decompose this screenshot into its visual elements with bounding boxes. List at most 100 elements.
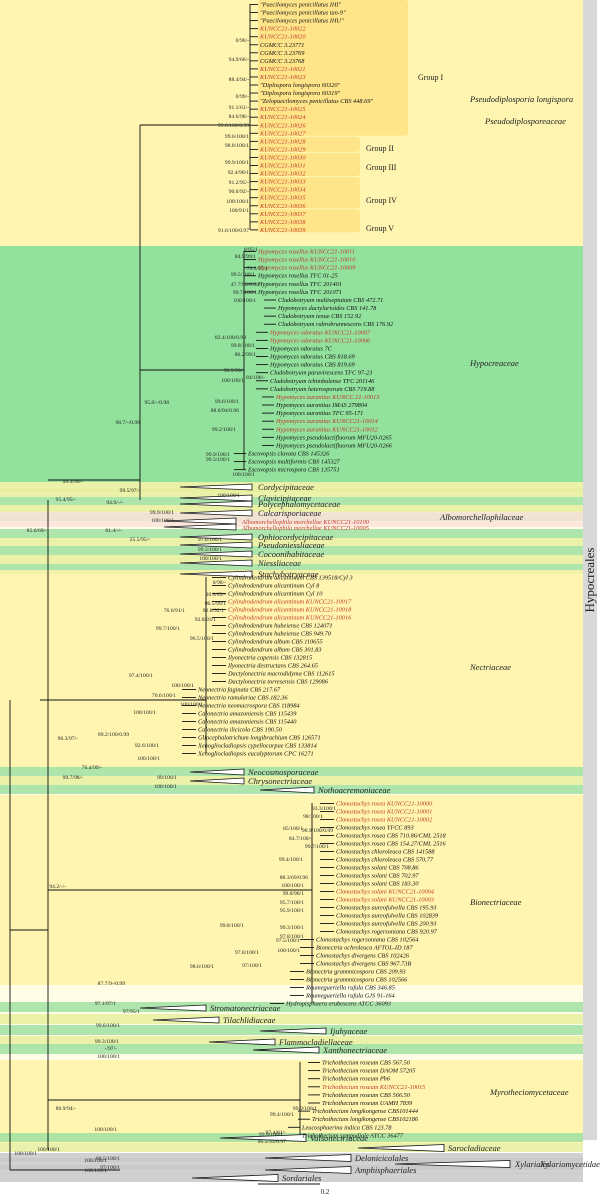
support-value: 84.9/99/1 — [235, 254, 256, 260]
family-label: Polycephalomycetaceae — [257, 499, 340, 509]
collapsed-clade — [219, 1134, 307, 1142]
taxon-label: "Zelopaecilomyces penicillatus CBS 448.6… — [260, 98, 373, 105]
taxon-label: KUNCC21-10026 — [259, 122, 306, 129]
taxon-label: Gliocephalotrichum longibrachium CBS 126… — [198, 735, 321, 742]
taxon-label: Hypomyces rosellus KUNCC21-10009 — [257, 265, 356, 272]
taxon-label: Cladobotryum ichimbalense TFC 201146 — [270, 378, 375, 385]
support-value: 95.7/100/1 — [280, 900, 304, 906]
support-value: 99.4/100/1 — [270, 1112, 294, 1118]
support-value: 98.6/100/1 — [190, 964, 214, 970]
support-value: 100/100/1 — [133, 710, 156, 716]
family-label: Albomorchellophilaceae — [439, 512, 523, 522]
support-value: 0/96/- — [236, 38, 249, 44]
support-value: 100/100/1 — [180, 702, 203, 708]
collapsed-clade — [179, 533, 253, 541]
collapsed-clade — [179, 483, 253, 491]
support-value: 99.3/100/1 — [198, 547, 222, 553]
support-value: 86.9/94/- — [56, 1106, 76, 1112]
support-value: 100/100/1 — [97, 1054, 120, 1060]
taxon-label: Neonectria neomacrospora CBS 118984 — [197, 703, 300, 710]
support-value: 98/100/1 — [303, 814, 323, 820]
taxon-label: Hypomyces rosellus TFC 201071 — [257, 289, 342, 296]
family-band — [0, 555, 583, 564]
family-label: Stromatonectriaceae — [210, 1003, 281, 1013]
support-value: 84.6/98/- — [229, 114, 249, 120]
family-label: Clavicipitaceae — [258, 493, 312, 503]
group-box — [258, 209, 360, 233]
support-value: 91.2/95/- — [229, 180, 249, 186]
group-label: Group I — [418, 73, 443, 82]
support-value: 99.7/100/1 — [156, 626, 180, 632]
support-value: 100/100/1 — [94, 1127, 117, 1133]
support-value: 99.6/100/1 — [215, 399, 239, 405]
family-band — [0, 489, 583, 497]
family-band — [0, 538, 583, 546]
outgroup-label: Xylariomycetidae — [539, 1159, 600, 1169]
taxon-label: Hypomyces rosellus TFC 201401 — [257, 281, 342, 288]
family-label: Albomorchellophila morchellae KUNCC21-10… — [241, 519, 370, 526]
taxon-label: KUNCC21-10027 — [259, 130, 306, 137]
taxon-label: KUNCC21-10025 — [259, 106, 305, 113]
taxon-label: Roumegueriella rufula CBS 346.85 — [305, 985, 395, 992]
taxon-label: Clonostachys rosea KUNCC21-10001 — [336, 809, 432, 816]
support-value: 100/100/1 — [37, 1147, 60, 1153]
taxon-label: Cladobotryum multiseptatum CBS 472.71 — [278, 297, 383, 304]
taxon-label: Hypomyces pseudolactifluorum MFU20-0266 — [275, 442, 393, 449]
taxon-label: Trichothecium roseum KUNCC21-10015 — [322, 1084, 425, 1091]
taxon-label: Hypomyces dactylarioides CBS 141.78 — [277, 305, 377, 312]
family-band — [0, 497, 583, 505]
support-value: 100/100/1 — [84, 1158, 107, 1164]
collapsed-clade — [394, 1160, 511, 1168]
support-value: 100/100/1 — [277, 948, 300, 954]
family-label: Hypocreaceae — [469, 358, 519, 368]
taxon-label: Clonostachys solani KUNCC21-10003 — [336, 897, 434, 904]
cordycipitaceae-band — [0, 482, 583, 492]
support-value: 97.4/81/- — [266, 1130, 286, 1136]
collapsed-clade — [163, 523, 237, 531]
family-label: Pseudoniessliaceae — [257, 540, 325, 550]
order-bar — [583, 0, 597, 1140]
taxon-label: Hypomyces aurantius KUNCC21-10014 — [275, 418, 378, 425]
taxon-label: Cladobotryum rubrobrunnescens CBS 176.92 — [278, 321, 394, 328]
taxon-label: KUNCC21-10020 — [259, 34, 306, 41]
taxon-label: Trichothecium roseum Ph6 — [322, 1076, 391, 1083]
outgroup-label: Xylariales — [514, 1159, 551, 1169]
taxon-label: "Paecilomyces penicillatus IHI" — [260, 2, 342, 9]
taxon-label: Bionectria ochroleuca AFTOL-ID 187 — [316, 945, 413, 952]
taxon-label: Hypomyces rosellus KUNCC21-10011 — [257, 249, 355, 256]
support-value: 100/100/1 — [171, 683, 194, 689]
support-value: 98.9/100/0.99 — [302, 828, 333, 834]
support-value: 92.8/92/1 — [203, 608, 224, 614]
support-value: 80.6/89/- — [206, 592, 226, 598]
collapsed-clade — [264, 1166, 352, 1174]
taxon-label: Cladobotryum heterosporum CBS 719.88 — [270, 386, 375, 393]
support-value: 99.4/100/1 — [279, 857, 303, 863]
taxon-label: CGMCC 3.23771 — [260, 42, 304, 49]
taxon-label: Dactylonectria torresensis CBS 129086 — [227, 679, 329, 686]
outgroup-label: Sarocladiaceae — [448, 1143, 501, 1153]
taxon-label: Ilyonectria destructans CBS 264.65 — [227, 663, 318, 670]
taxon-label: Hypomyces aurantius KUNCC 21-10013 — [275, 394, 379, 401]
support-value: 94.2/-/- — [49, 884, 66, 890]
collapsed-clade — [139, 1004, 207, 1012]
taxon-label: Cylindrodendrum alicantinum KUNCC21-1001… — [228, 607, 352, 614]
support-value: 97/100/1 — [242, 963, 262, 969]
family-label: Nectriaceae — [469, 662, 511, 672]
support-value: 91.1/61/- — [229, 105, 249, 111]
taxon-label: "Diplospora longispora 60320" — [260, 82, 341, 89]
collapsed-clade — [179, 509, 253, 517]
support-value: 0/95/1 — [244, 247, 258, 253]
support-value: 99.3/99/- — [63, 479, 83, 485]
taxon-label: KUNCC21-10028 — [259, 138, 306, 145]
support-value: 84/100/- — [246, 375, 265, 381]
collapsed-clade — [252, 1046, 320, 1054]
support-value: 99.6/100/1 — [96, 1023, 120, 1029]
taxon-label: Calonectria amazoniensis CBS 115439 — [198, 711, 297, 718]
family-label: Flammocladiellaceae — [278, 1037, 353, 1047]
support-value: 100/100/1 — [151, 518, 174, 524]
family-label: Neocosmosporaceae — [247, 767, 319, 777]
support-value: 97.8/100/1 — [235, 950, 259, 956]
collapsed-clade — [191, 1174, 279, 1182]
